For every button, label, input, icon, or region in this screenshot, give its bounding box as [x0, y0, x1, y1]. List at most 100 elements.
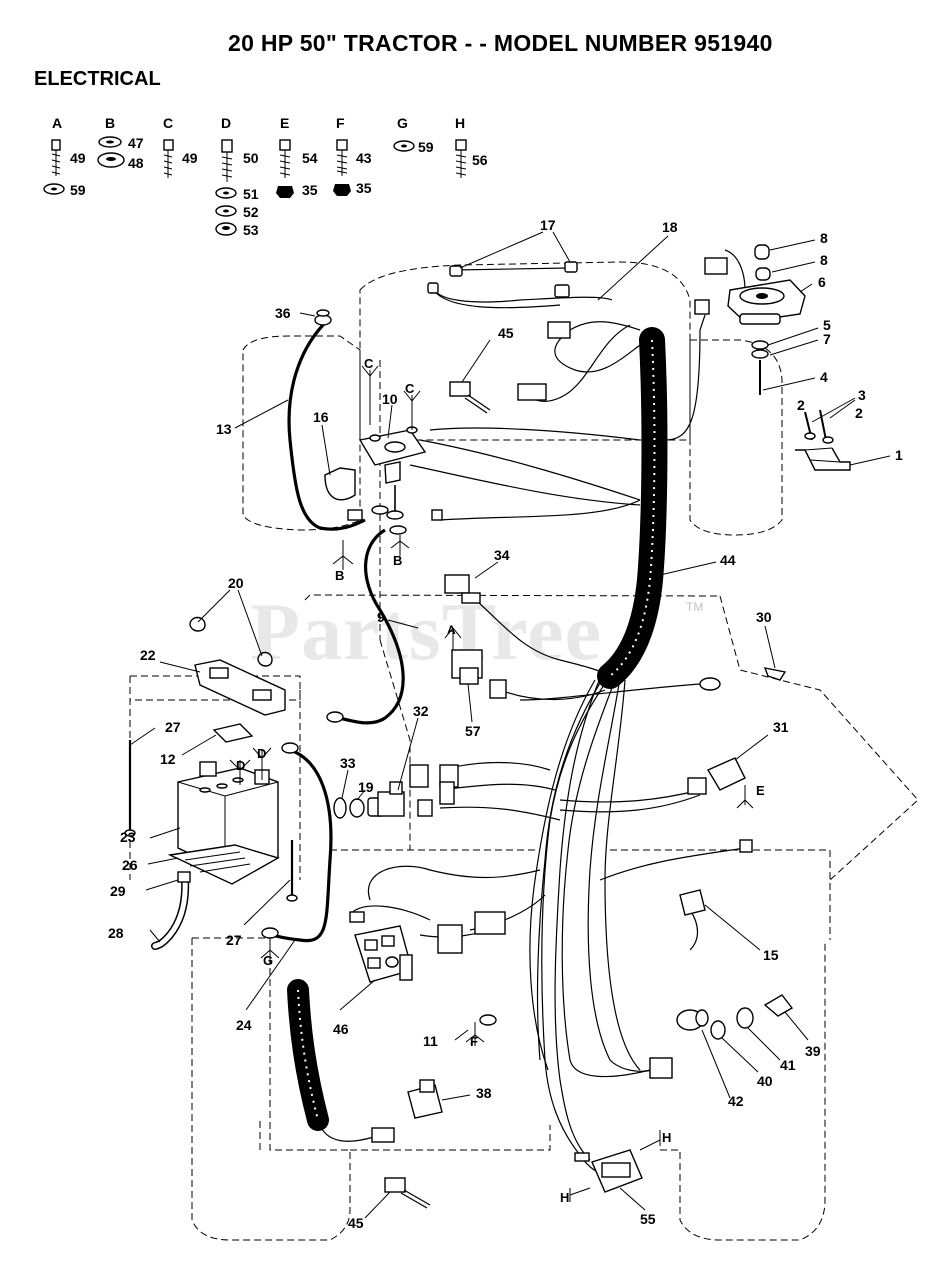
callout-label: 2 [797, 397, 805, 413]
callout-label: 30 [756, 609, 772, 625]
connector-icon [449, 265, 463, 277]
toggle-switch-icon [377, 791, 405, 817]
wiring-harness-loom [287, 327, 668, 1131]
fitting-icon [177, 871, 191, 883]
legend-letter-d: D [221, 115, 231, 131]
callout-label: D [257, 746, 266, 761]
callout-label: 45 [348, 1215, 364, 1231]
components [124, 244, 851, 1209]
connector-icon [431, 509, 443, 521]
callout-label: 9 [377, 609, 385, 625]
hex-nut-icon [276, 186, 294, 198]
switch-icon [706, 757, 746, 791]
connector-icon [384, 1177, 406, 1193]
callout-label: 34 [494, 547, 510, 563]
key-icon [763, 994, 794, 1017]
callout-label: 28 [108, 925, 124, 941]
callout-label: 38 [476, 1085, 492, 1101]
legend-letter-e: E [280, 115, 289, 131]
callout-label: 8 [820, 252, 828, 268]
connector-icon [474, 911, 506, 935]
connector-icon [649, 1057, 673, 1079]
washer-icon [389, 525, 407, 535]
callout-label: 6 [818, 274, 826, 290]
washer-icon [349, 798, 365, 818]
watermark-tm: TM [686, 600, 704, 614]
hardware-refs: C C B B A D D E G F H H [229, 356, 765, 1205]
terminal-icon [199, 761, 217, 777]
callout-label: 10 [382, 391, 398, 407]
connector-icon [439, 781, 455, 805]
terminal-cover-icon [212, 723, 254, 743]
section-title: ELECTRICAL [34, 68, 161, 90]
watermark: PartsTree [250, 586, 603, 677]
connector-icon [554, 284, 570, 298]
callout-label: 35 [302, 182, 318, 198]
spacer-icon [754, 244, 770, 260]
callout-label: 5 [823, 317, 831, 333]
ring-terminal-icon [479, 1014, 497, 1026]
bolt-icon [279, 139, 291, 151]
legend-letter-c: C [163, 115, 173, 131]
callout-label: 32 [413, 703, 429, 719]
callout-label: 22 [140, 647, 156, 663]
ring-terminal-icon [261, 927, 279, 939]
callout-label: 55 [640, 1211, 656, 1227]
bracket-icon [795, 447, 851, 471]
callout-label: 49 [70, 150, 86, 166]
connector-icon [417, 799, 433, 817]
callout-label: 52 [243, 204, 259, 220]
connector-icon [687, 777, 707, 795]
callout-label: 48 [128, 155, 144, 171]
washer-icon [371, 505, 389, 515]
connector-icon [437, 924, 463, 954]
callout-label: 50 [243, 150, 259, 166]
callout-numbers: 17 18 8 8 6 5 7 4 3 2 2 1 36 13 16 10 45… [108, 217, 903, 1231]
callout-label: H [560, 1190, 569, 1205]
callout-label: D [236, 758, 245, 773]
callout-label: 40 [757, 1073, 773, 1089]
connector-icon [449, 381, 471, 397]
callout-label: 4 [820, 369, 828, 385]
callout-label: F [470, 1034, 478, 1049]
clip-icon [257, 651, 273, 667]
ring-terminal-icon [326, 711, 344, 723]
washer-icon [804, 432, 816, 440]
callout-label: 43 [356, 150, 372, 166]
connector-icon [739, 839, 753, 853]
bolt-icon [163, 139, 174, 151]
callout-label: 49 [182, 150, 198, 166]
battery-hold-down-icon [194, 659, 286, 716]
terminal-boot-icon [324, 467, 356, 501]
callout-label: 54 [302, 150, 318, 166]
callout-label: 59 [70, 182, 86, 198]
callout-label: 15 [763, 947, 779, 963]
connector-icon [547, 321, 571, 339]
callout-label: C [405, 381, 415, 396]
legend-letter-b: B [105, 115, 115, 131]
clutch-connector-icon [704, 257, 728, 275]
callout-label: 51 [243, 186, 259, 202]
callout-label: 46 [333, 1021, 349, 1037]
callout-label: 2 [855, 405, 863, 421]
hex-nut-icon [333, 184, 351, 196]
nut-icon [710, 1020, 726, 1040]
callout-label: 12 [160, 751, 176, 767]
callout-label: 36 [275, 305, 291, 321]
connector-icon [574, 1152, 590, 1162]
page-title: 20 HP 50" TRACTOR - - MODEL NUMBER 95194… [228, 30, 773, 56]
washer-icon [822, 436, 834, 444]
callout-label: 7 [823, 331, 831, 347]
hardware-legend: A 49 59 B 47 48 C 49 D 50 51 52 [43, 115, 488, 238]
callout-label: 53 [243, 222, 259, 238]
callout-label: C [364, 356, 374, 371]
washer-icon [751, 349, 769, 359]
switch-icon [679, 889, 706, 916]
chassis-outline [129, 261, 919, 1241]
connector-icon [409, 764, 429, 788]
bolt-icon [221, 139, 233, 153]
legend-letter-f: F [336, 115, 345, 131]
callout-label: 17 [540, 217, 556, 233]
